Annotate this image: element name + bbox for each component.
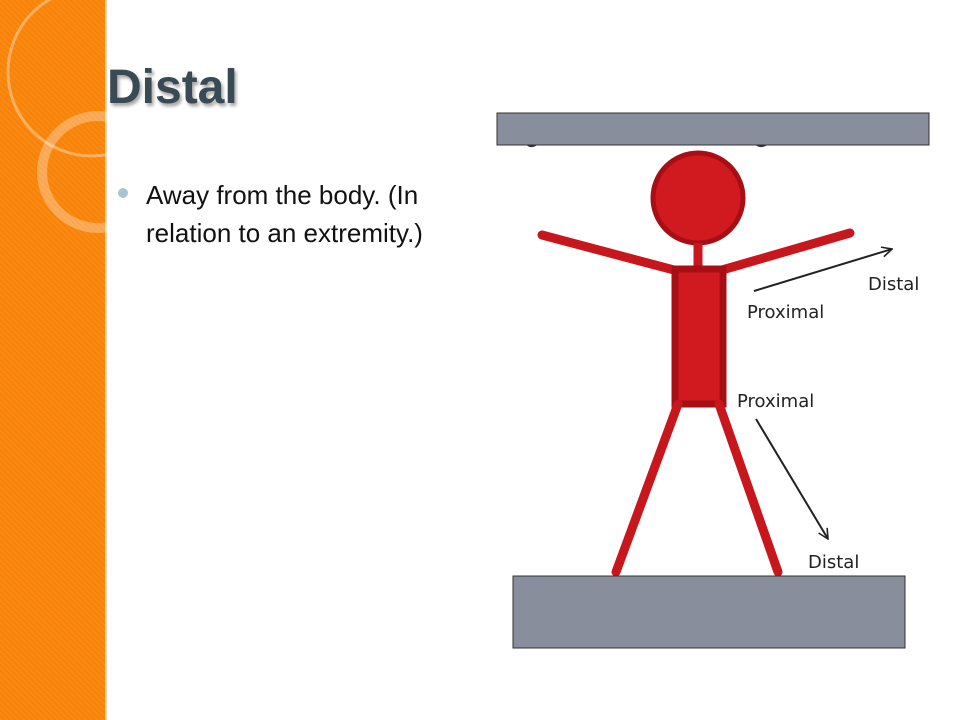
figure-right-leg — [714, 399, 783, 577]
figure-head — [650, 150, 746, 246]
leg-direction-arrow — [755, 418, 828, 539]
slide-title: Distal — [107, 61, 238, 114]
bullet-item: Away from the body. (In relation to an e… — [118, 176, 488, 252]
bottom-gray-bar — [512, 575, 906, 649]
figure-torso — [671, 265, 727, 408]
distal-diagram: Distal Proximal Proximal Distal — [496, 112, 930, 649]
leg-distal-label: Distal — [808, 552, 859, 573]
figure-left-arm — [537, 230, 679, 275]
figure-left-leg — [611, 399, 683, 577]
stick-figure — [537, 150, 855, 577]
decorative-ring-small — [37, 111, 159, 233]
leg-proximal-label: Proximal — [737, 391, 814, 412]
arm-direction-arrow — [753, 249, 892, 292]
bullet-text: Away from the body. (In relation to an e… — [146, 180, 423, 248]
decorative-ring-large — [6, 0, 178, 158]
decorative-rings — [6, 0, 178, 233]
figure-right-arm — [717, 228, 855, 275]
bullet-list: Away from the body. (In relation to an e… — [118, 176, 488, 252]
bullet-dot-icon — [118, 188, 128, 198]
arm-proximal-label: Proximal — [747, 302, 824, 323]
side-band — [0, 0, 107, 720]
top-gray-bar — [496, 112, 930, 146]
arm-distal-label: Distal — [868, 274, 919, 295]
